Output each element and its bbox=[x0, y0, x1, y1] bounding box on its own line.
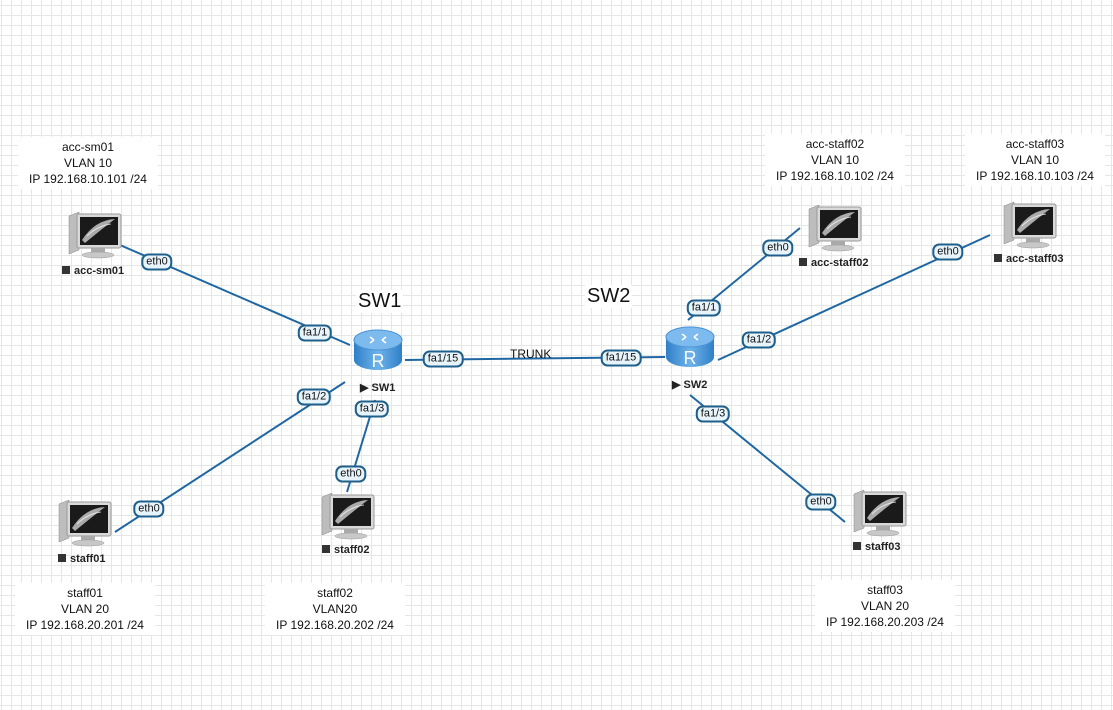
status-square-icon bbox=[58, 554, 66, 562]
status-square-icon bbox=[62, 266, 70, 274]
host-label-staff01[interactable]: staff01 bbox=[58, 553, 105, 565]
status-square-icon bbox=[853, 542, 861, 550]
pc-icon-acc-sm01[interactable] bbox=[65, 210, 125, 260]
port-sw1-fa1-2[interactable]: fa1/2 bbox=[296, 388, 332, 406]
host-label-acc-staff02[interactable]: acc-staff02 bbox=[799, 257, 868, 269]
port-staff01-eth0[interactable]: eth0 bbox=[133, 500, 165, 518]
switch-label-sw1[interactable]: ▶ SW1 bbox=[360, 382, 396, 394]
info-acc-sm01: acc-sm01 VLAN 10 IP 192.168.10.101 /24 bbox=[18, 137, 158, 189]
port-sw1-fa1-1[interactable]: fa1/1 bbox=[297, 324, 333, 342]
status-square-icon bbox=[994, 254, 1002, 262]
svg-text:R: R bbox=[372, 351, 385, 371]
port-sw2-fa1-3[interactable]: fa1/3 bbox=[695, 405, 731, 423]
pc-icon-acc-staff02[interactable] bbox=[805, 203, 865, 253]
port-acc-staff02-eth0[interactable]: eth0 bbox=[762, 239, 794, 257]
switch-title-sw2: SW2 bbox=[585, 285, 633, 308]
router-icon-sw2[interactable]: R bbox=[664, 325, 716, 369]
info-staff03: staff03 VLAN 20 IP 192.168.20.203 /24 bbox=[815, 580, 955, 632]
router-icon-sw1[interactable]: R bbox=[352, 328, 404, 372]
port-sw2-fa1-2[interactable]: fa1/2 bbox=[741, 331, 777, 349]
host-label-staff02[interactable]: staff02 bbox=[322, 544, 369, 556]
info-staff02: staff02 VLAN20 IP 192.168.20.202 /24 bbox=[265, 583, 405, 635]
pc-icon-acc-staff03[interactable] bbox=[1000, 200, 1060, 250]
status-square-icon bbox=[799, 258, 807, 266]
status-square-icon bbox=[322, 545, 330, 553]
switch-label-sw2[interactable]: ▶ SW2 bbox=[672, 379, 708, 391]
port-sw1-fa1-3[interactable]: fa1/3 bbox=[354, 400, 390, 418]
port-staff02-eth0[interactable]: eth0 bbox=[335, 465, 367, 483]
svg-text:R: R bbox=[684, 348, 697, 368]
port-acc-staff03-eth0[interactable]: eth0 bbox=[932, 243, 964, 261]
info-acc-staff02: acc-staff02 VLAN 10 IP 192.168.10.102 /2… bbox=[765, 134, 905, 186]
port-sw2-fa1-1[interactable]: fa1/1 bbox=[686, 299, 722, 317]
port-acc-sm01-eth0[interactable]: eth0 bbox=[141, 253, 173, 271]
port-sw1-fa1-15[interactable]: fa1/15 bbox=[422, 350, 464, 368]
pc-icon-staff01[interactable] bbox=[55, 498, 115, 548]
host-label-acc-sm01[interactable]: acc-sm01 bbox=[62, 265, 124, 277]
host-label-staff03[interactable]: staff03 bbox=[853, 541, 900, 553]
host-label-acc-staff03[interactable]: acc-staff03 bbox=[994, 253, 1063, 265]
trunk-label: TRUNK bbox=[510, 347, 552, 361]
port-staff03-eth0[interactable]: eth0 bbox=[805, 493, 837, 511]
info-acc-staff03: acc-staff03 VLAN 10 IP 192.168.10.103 /2… bbox=[965, 134, 1105, 186]
port-sw2-fa1-15[interactable]: fa1/15 bbox=[600, 349, 642, 367]
pc-icon-staff02[interactable] bbox=[318, 491, 378, 541]
info-staff01: staff01 VLAN 20 IP 192.168.20.201 /24 bbox=[15, 583, 155, 635]
pc-icon-staff03[interactable] bbox=[850, 488, 910, 538]
switch-title-sw1: SW1 bbox=[356, 290, 404, 313]
